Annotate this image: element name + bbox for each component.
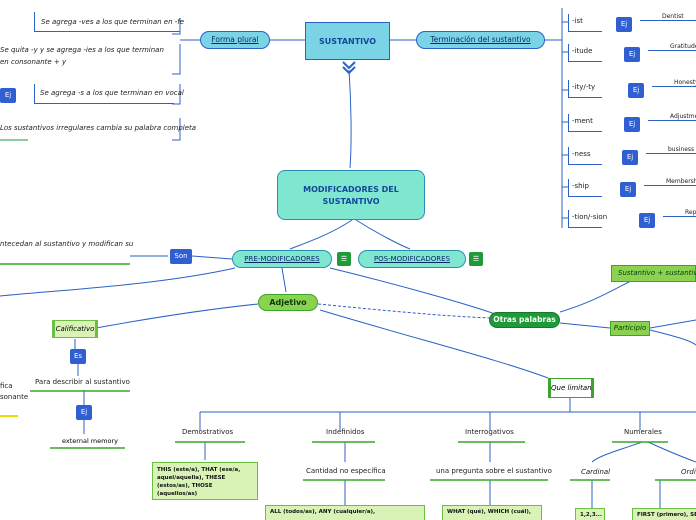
external-memory-text[interactable]: external memory bbox=[62, 437, 118, 445]
plural-rule-vocal-text: Se agrega -s a los que terminan en vocal bbox=[40, 89, 184, 97]
indefinidos-text[interactable]: ALL (todos/as), ANY (cualquier/a), bbox=[265, 505, 425, 520]
interrogativos-text[interactable]: WHAT (qué), WHICH (cuál), bbox=[442, 505, 542, 520]
ej-badge[interactable]: Ej bbox=[628, 83, 644, 98]
suffix-node[interactable]: -ity/-ty bbox=[568, 80, 602, 98]
suffix-node[interactable]: -tion/-sion bbox=[568, 210, 607, 228]
suffix-node[interactable]: -itude bbox=[568, 44, 602, 62]
ej-badge[interactable]: Ej bbox=[622, 150, 638, 165]
plural-rule-fe-text: Se agrega -ves a los que terminan en -fe bbox=[41, 18, 185, 26]
participio-node[interactable]: Participio bbox=[610, 321, 650, 336]
terminacion-node[interactable]: Terminación del sustantivo bbox=[416, 31, 545, 49]
demostrativos-node[interactable]: Demostrativos bbox=[182, 428, 234, 436]
plural-rule-irregular-text: Los sustantivos irregulares cambia su pa… bbox=[0, 124, 197, 132]
sustantivo-node[interactable]: SUSTANTIVO bbox=[305, 22, 390, 60]
ej-badge[interactable]: Ej bbox=[624, 47, 640, 62]
son-badge[interactable]: Son bbox=[170, 249, 192, 264]
suffix-node[interactable]: -ist bbox=[568, 14, 602, 32]
menu-icon-2[interactable]: ☰ bbox=[469, 252, 483, 266]
ej-badge[interactable]: Ej bbox=[620, 182, 636, 197]
cardinal-node[interactable]: Cardinal bbox=[581, 468, 611, 476]
ej-badge-2[interactable]: Ej bbox=[76, 405, 92, 420]
ej-badge[interactable]: Ej bbox=[0, 88, 16, 103]
ej-badge[interactable]: Ej bbox=[624, 117, 640, 132]
suffix-node[interactable]: -ment bbox=[568, 114, 602, 132]
calificativo-node[interactable]: Calificativo bbox=[52, 320, 98, 338]
ej-badge[interactable]: Ej bbox=[639, 213, 655, 228]
suffix-example[interactable]: Adjustment bbox=[648, 113, 696, 121]
plural-rule-y-text: Se quita -y y se agrega -ies a los que t… bbox=[0, 46, 164, 66]
suffix-example[interactable]: Honesty bbox=[652, 79, 696, 87]
pos-modificadores-node[interactable]: POS-MODIFICADORES bbox=[358, 250, 466, 268]
ordinal-node[interactable]: Ordin bbox=[681, 468, 696, 476]
suffix-example[interactable]: Membership bbox=[644, 178, 696, 186]
suffix-example[interactable]: Gratitude bbox=[648, 43, 696, 51]
modificadores-node[interactable]: MODIFICADORES DEL SUSTANTIVO bbox=[277, 170, 425, 220]
indefinidos-node[interactable]: Indefinidos bbox=[326, 428, 365, 436]
interrogativos-desc[interactable]: una pregunta sobre el sustantivo bbox=[436, 467, 552, 475]
suffix-example[interactable]: Rep bbox=[663, 209, 696, 217]
es-badge[interactable]: Es bbox=[70, 349, 86, 364]
ej-badge[interactable]: Ej bbox=[616, 17, 632, 32]
que-limitan-node[interactable]: Que limitan bbox=[548, 378, 594, 398]
menu-icon[interactable]: ☰ bbox=[337, 252, 351, 266]
cardinal-text[interactable]: 1,2,3... bbox=[575, 508, 605, 520]
pre-modificadores-node[interactable]: PRE-MODIFICADORES bbox=[232, 250, 332, 268]
cut-text-1: fica bbox=[0, 382, 13, 390]
demostrativos-text[interactable]: THIS (este/a), THAT (ese/a, aquel/aquell… bbox=[152, 462, 258, 500]
adjetivo-node[interactable]: Adjetivo bbox=[258, 294, 318, 311]
plural-rule-fe[interactable]: Se agrega -ves a los que terminan en -fe bbox=[34, 12, 184, 32]
plural-rule-irregular[interactable]: Los sustantivos irregulares cambia su pa… bbox=[0, 124, 196, 132]
sustantivo-sustantivo-node[interactable]: Sustantivo + sustantivo bbox=[611, 265, 696, 282]
suffix-node[interactable]: -ness bbox=[568, 147, 602, 165]
plural-rule-vocal[interactable]: Se agrega -s a los que terminan en vocal bbox=[34, 84, 184, 104]
para-describir-text[interactable]: Para describir al sustantivo bbox=[35, 378, 130, 386]
numerales-node[interactable]: Numerales bbox=[624, 428, 662, 436]
cut-text-2: sonante bbox=[0, 393, 29, 401]
suffix-node[interactable]: -ship bbox=[568, 179, 602, 197]
interrogativos-node[interactable]: Interrogativos bbox=[465, 428, 514, 436]
otras-palabras-node[interactable]: Otras palabras bbox=[489, 312, 560, 328]
ordinal-text[interactable]: FIRST (primero), SE bbox=[632, 508, 696, 520]
indefinidos-desc[interactable]: Cantidad no específica bbox=[306, 467, 386, 475]
forma-plural-node[interactable]: Forma plural bbox=[200, 31, 270, 49]
preceden-text[interactable]: ntecedan al sustantivo y modifican su bbox=[0, 240, 134, 248]
suffix-example[interactable]: business bbox=[646, 146, 696, 154]
suffix-example[interactable]: Dentist bbox=[640, 13, 696, 21]
plural-rule-y[interactable]: Se quita -y y se agrega -ies a los que t… bbox=[0, 44, 172, 68]
